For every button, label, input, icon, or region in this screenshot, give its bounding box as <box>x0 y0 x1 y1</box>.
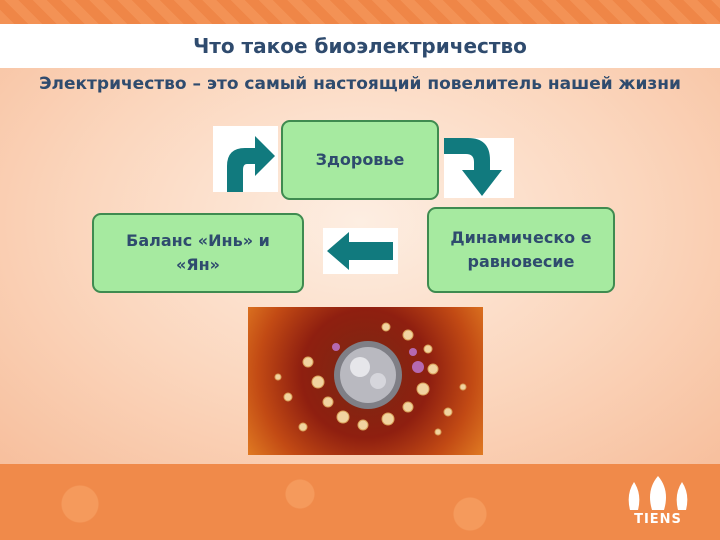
cell-illustration <box>248 307 483 455</box>
logo-text: TIENS <box>634 512 682 527</box>
arrow-left-icon <box>323 228 398 274</box>
node-health: Здоровье <box>281 120 439 200</box>
title-bar <box>0 24 720 68</box>
node-dynamic-equilibrium-label: Динамическо е равновесие <box>450 228 592 271</box>
node-yin-yang-balance: Баланс «Инь» и «Ян» <box>92 213 304 293</box>
node-yin-yang-balance-label: Баланс «Инь» и «Ян» <box>126 231 270 274</box>
slide-subtitle: Электричество – это самый настоящий пове… <box>39 74 681 94</box>
top-decorative-band <box>0 0 720 24</box>
node-health-label: Здоровье <box>315 150 405 169</box>
bottom-decorative-band <box>0 464 720 540</box>
slide-title: Что такое биоэлектричество <box>193 34 527 58</box>
arrow-curved-up-right-icon <box>213 126 278 192</box>
node-dynamic-equilibrium: Динамическо е равновесие <box>427 207 615 293</box>
arrow-curved-down-right-icon <box>444 138 514 198</box>
tiens-logo-icon: TIENS <box>618 474 698 530</box>
